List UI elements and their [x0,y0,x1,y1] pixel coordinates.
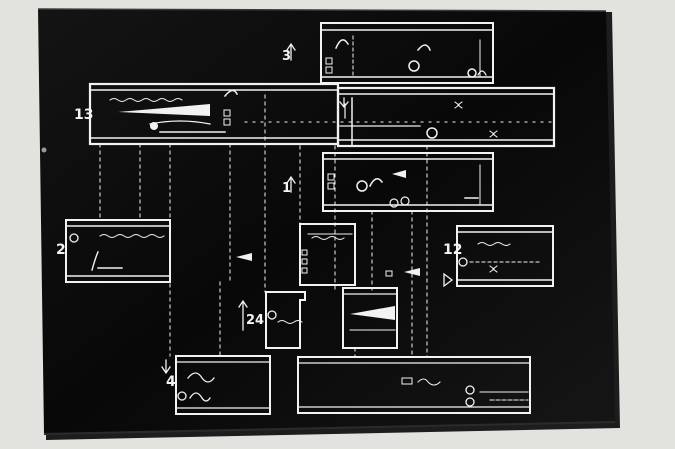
section-label-4: 4 [166,374,176,390]
box-section-24 [265,291,306,349]
section-labels: 13 3 1 2 12 24 4 [56,49,462,390]
arrows [161,42,349,375]
section-label-24: 24 [246,313,264,328]
box-bottom-long [297,356,531,414]
dashed-connectors [99,94,428,358]
section-label-1: 1 [282,181,291,196]
section-label-12: 12 [443,242,462,258]
box-section-3 [320,22,494,84]
box-section-12 [443,225,554,288]
box-center-upper [299,223,356,286]
box-section-13-continued [244,86,556,148]
box-section-1 [322,152,494,212]
section-label-3: 3 [282,49,291,64]
score-graphics [65,22,556,415]
section-label-13: 13 [74,107,93,123]
black-sheet [38,9,615,434]
box-center-lower [342,287,398,349]
box-section-4 [175,355,271,415]
section-label-2: 2 [56,242,66,258]
